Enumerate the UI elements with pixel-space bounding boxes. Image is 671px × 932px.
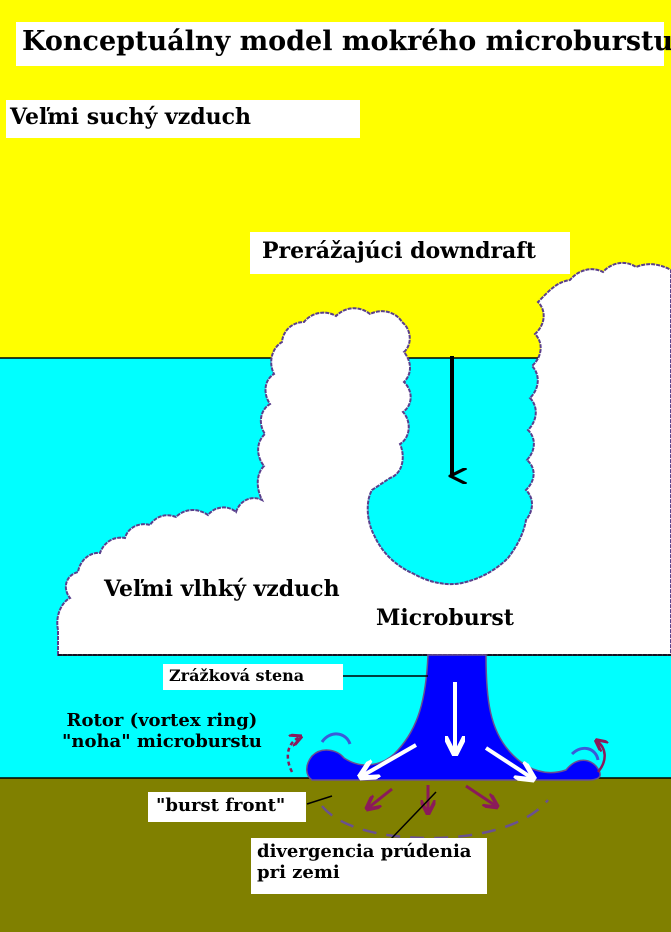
microburst-label: Microburst [376, 606, 514, 631]
divergence-label: divergencia prúdenia pri zemi [251, 838, 487, 894]
rotor-label: Rotor (vortex ring) "noha" microburstu [62, 711, 262, 752]
divergence-label-line1: divergencia prúdenia [257, 842, 487, 863]
precip-wall-label: Zrážková stena [163, 664, 343, 690]
rotor-label-line2: "noha" microburstu [62, 732, 262, 753]
moist-air-label: Veľmi vlhký vzduch [104, 577, 340, 602]
rotor-label-line1: Rotor (vortex ring) [62, 711, 262, 732]
divergence-label-line2: pri zemi [257, 863, 487, 884]
dry-air-label: Veľmi suchý vzduch [6, 100, 360, 138]
downdraft-label: Prerážajúci downdraft [250, 232, 570, 274]
diagram-title: Konceptuálny model mokrého microburstu [16, 22, 664, 66]
burst-front-label: "burst front" [148, 792, 306, 822]
